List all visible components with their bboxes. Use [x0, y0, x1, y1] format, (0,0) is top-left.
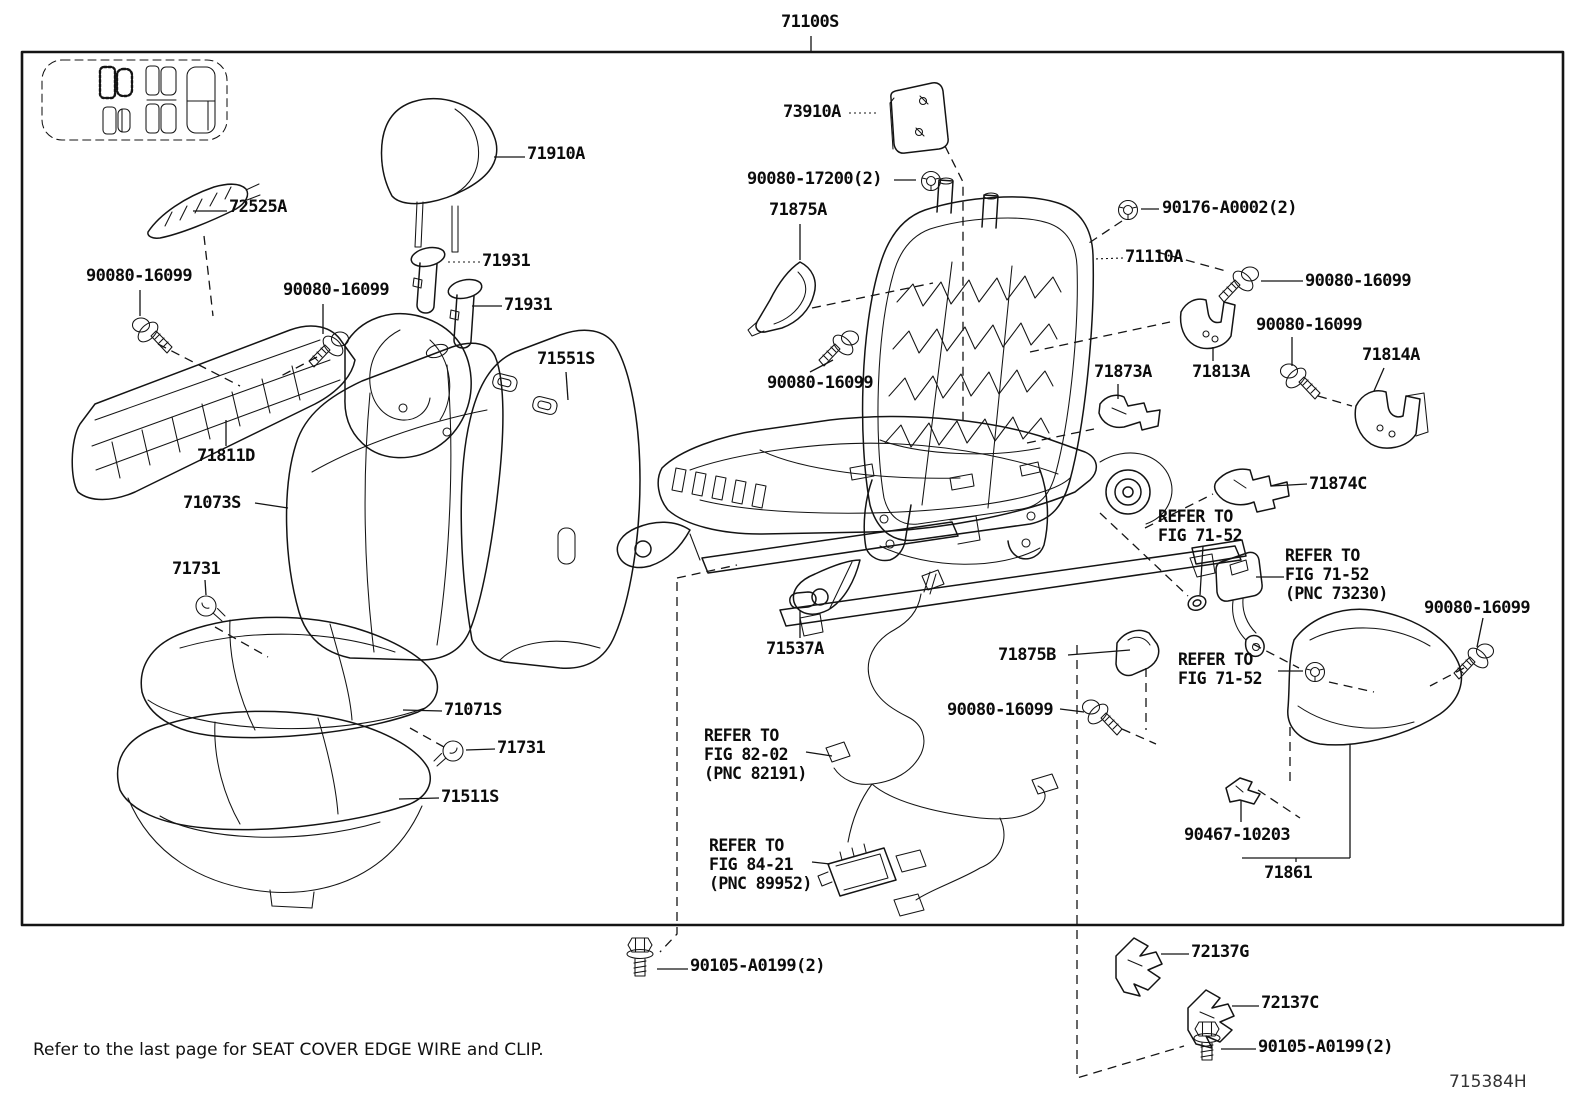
part-label-71814A: 71814A [1362, 345, 1420, 365]
part-label-90080-16099: 90080-16099 [947, 700, 1054, 720]
part-label-71731: 71731 [497, 738, 546, 758]
nut-icon [1304, 661, 1326, 683]
part-label-90467-10203: 90467-10203 [1184, 825, 1291, 845]
seatback-frame-shape [861, 177, 1094, 565]
nut-icon [1117, 199, 1139, 221]
footer-note: Refer to the last page for SEAT COVER ED… [33, 1040, 544, 1060]
part-label-72137G: 72137G [1191, 942, 1249, 962]
part-label-90080-16099: 90080-16099 [1256, 315, 1363, 335]
part-label-71813A: 71813A [1192, 362, 1250, 382]
clip-90467 [1225, 777, 1261, 805]
screw-icon [1218, 266, 1260, 303]
figure-code: 715384H [1449, 1072, 1527, 1092]
part-label-90105-A0199: 90105-A0199(2) [1258, 1037, 1393, 1057]
part-label-71537A: 71537A [766, 639, 824, 659]
bracket-71875A [747, 261, 816, 337]
cushion-frame-shape [616, 415, 1247, 637]
dashed-lines [157, 145, 1465, 1079]
seatback-pad-shape [460, 329, 641, 669]
part-label-73910A: 73910A [783, 102, 841, 122]
refer-note-fig71-52: REFER TO FIG 71-52 [1158, 507, 1243, 545]
part-label-90080-16099: 90080-16099 [283, 280, 390, 300]
refer-note-fig71-52-b: REFER TO FIG 71-52 [1178, 650, 1263, 688]
wiring-harness-shape [825, 569, 1059, 917]
pushpin-icon [195, 595, 226, 622]
part-label-71073S: 71073S [183, 493, 241, 513]
part-label-71875A: 71875A [769, 200, 827, 220]
refer-note-fig71-52-pnc73230: REFER TO FIG 71-52 (PNC 73230) [1285, 546, 1388, 603]
screw-icon [1081, 699, 1123, 736]
part-label-71873A: 71873A [1094, 362, 1152, 382]
leader-lines [139, 112, 1484, 1050]
part-label-71875B: 71875B [998, 645, 1056, 665]
part-label-71110A: 71110A [1125, 247, 1183, 267]
side-shield-right-shape [1287, 608, 1463, 746]
highlighted-seat-icon [98, 65, 134, 100]
seatback-cover-shape [285, 342, 504, 661]
part-label-71861: 71861 [1264, 863, 1313, 883]
support-box-shape [889, 82, 949, 154]
figure-title-part-number: 71100S [781, 12, 839, 32]
part-label-71811D: 71811D [197, 446, 255, 466]
part-label-90080-16099: 90080-16099 [86, 266, 193, 286]
part-label-71551S: 71551S [537, 349, 595, 369]
part-label-71071S: 71071S [444, 700, 502, 720]
part-label-90105-A0199: 90105-A0199(2) [690, 956, 825, 976]
part-label-71731: 71731 [172, 559, 221, 579]
part-label-90080-16099: 90080-16099 [767, 373, 874, 393]
pushpin-icon [433, 740, 464, 767]
screw-icon [818, 330, 860, 367]
cushion-pad-shape [116, 710, 431, 909]
connector-module-shape [817, 843, 897, 897]
part-label-90080-16099: 90080-16099 [1424, 598, 1531, 618]
refer-note-fig84-21: REFER TO FIG 84-21 (PNC 89952) [709, 836, 812, 893]
part-label-90080-17200: 90080-17200(2) [747, 169, 882, 189]
bracket-71873A [1098, 394, 1161, 431]
part-label-90080-16099: 90080-16099 [1305, 271, 1412, 291]
clip-71537A [789, 591, 817, 609]
grommet-shape [1187, 594, 1207, 612]
side-shield-left-shape [71, 313, 472, 501]
part-label-72137C: 72137C [1261, 993, 1319, 1013]
border-frame [20, 50, 1565, 927]
part-label-71511S: 71511S [441, 787, 499, 807]
vehicle-inset [41, 59, 228, 141]
part-label-71910A: 71910A [527, 144, 585, 164]
part-label-71931: 71931 [482, 251, 531, 271]
refer-note-fig82-02: REFER TO FIG 82-02 (PNC 82191) [704, 726, 807, 783]
part-label-71874C: 71874C [1309, 474, 1367, 494]
belt-buckle-shape [1215, 551, 1265, 658]
bracket-72137G [1115, 937, 1163, 997]
screw-icon [308, 331, 350, 368]
bracket-72137C [1187, 989, 1235, 1049]
headrest-guide-shapes [410, 246, 483, 349]
bolt-icon [626, 937, 654, 977]
headrest-shape [380, 97, 498, 253]
screw-icon [1279, 363, 1321, 400]
part-label-90176-A0002: 90176-A0002(2) [1162, 198, 1297, 218]
nut-icon [920, 170, 942, 192]
cushion-cover-shape [140, 616, 439, 739]
bracket-71813A [1179, 298, 1236, 350]
bolt-icon [1193, 1021, 1221, 1061]
bracket-71874C [1213, 468, 1290, 513]
bracket-71875B [1115, 629, 1160, 677]
part-label-72525A: 72525A [229, 197, 287, 217]
part-label-71931: 71931 [504, 295, 553, 315]
screw-icon [1453, 643, 1495, 680]
bracket-71814A [1354, 390, 1429, 449]
trim-strip-shape [147, 183, 261, 239]
